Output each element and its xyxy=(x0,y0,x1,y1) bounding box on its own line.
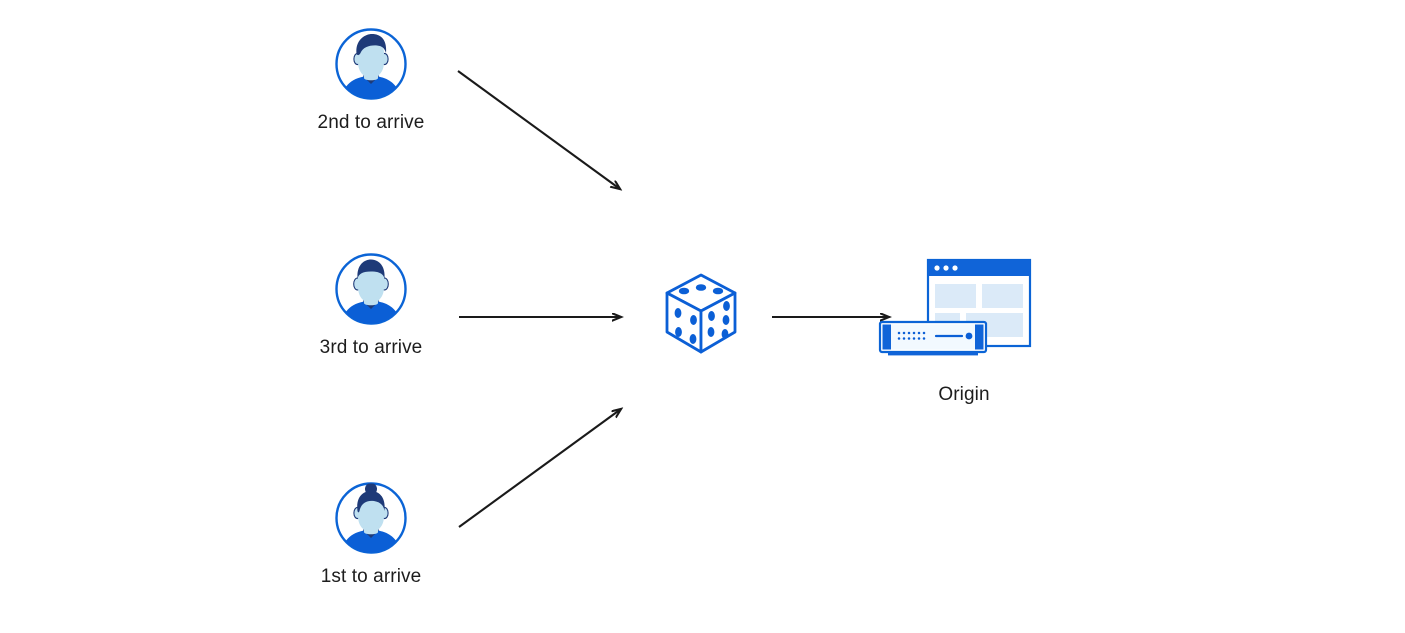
dice-cube-icon xyxy=(649,262,753,366)
randomizer-node xyxy=(646,262,756,366)
user-avatar-icon xyxy=(333,480,409,556)
arrow-2nd-to-dice xyxy=(457,70,620,189)
arrow-1st-to-dice xyxy=(458,409,621,528)
origin-node: Origin xyxy=(874,252,1054,406)
client-node-2nd: 2nd to arrive xyxy=(301,26,441,134)
client-node-1st: 1st to arrive xyxy=(301,480,441,588)
origin-label: Origin xyxy=(938,384,990,405)
client-label: 3rd to arrive xyxy=(319,337,423,358)
client-label: 2nd to arrive xyxy=(317,112,425,133)
server-appliance-icon xyxy=(878,320,988,356)
client-node-3rd: 3rd to arrive xyxy=(301,251,441,359)
origin-server-icon xyxy=(874,252,1054,370)
user-avatar-icon xyxy=(333,251,409,327)
client-label: 1st to arrive xyxy=(320,566,422,587)
user-avatar-icon xyxy=(333,26,409,102)
